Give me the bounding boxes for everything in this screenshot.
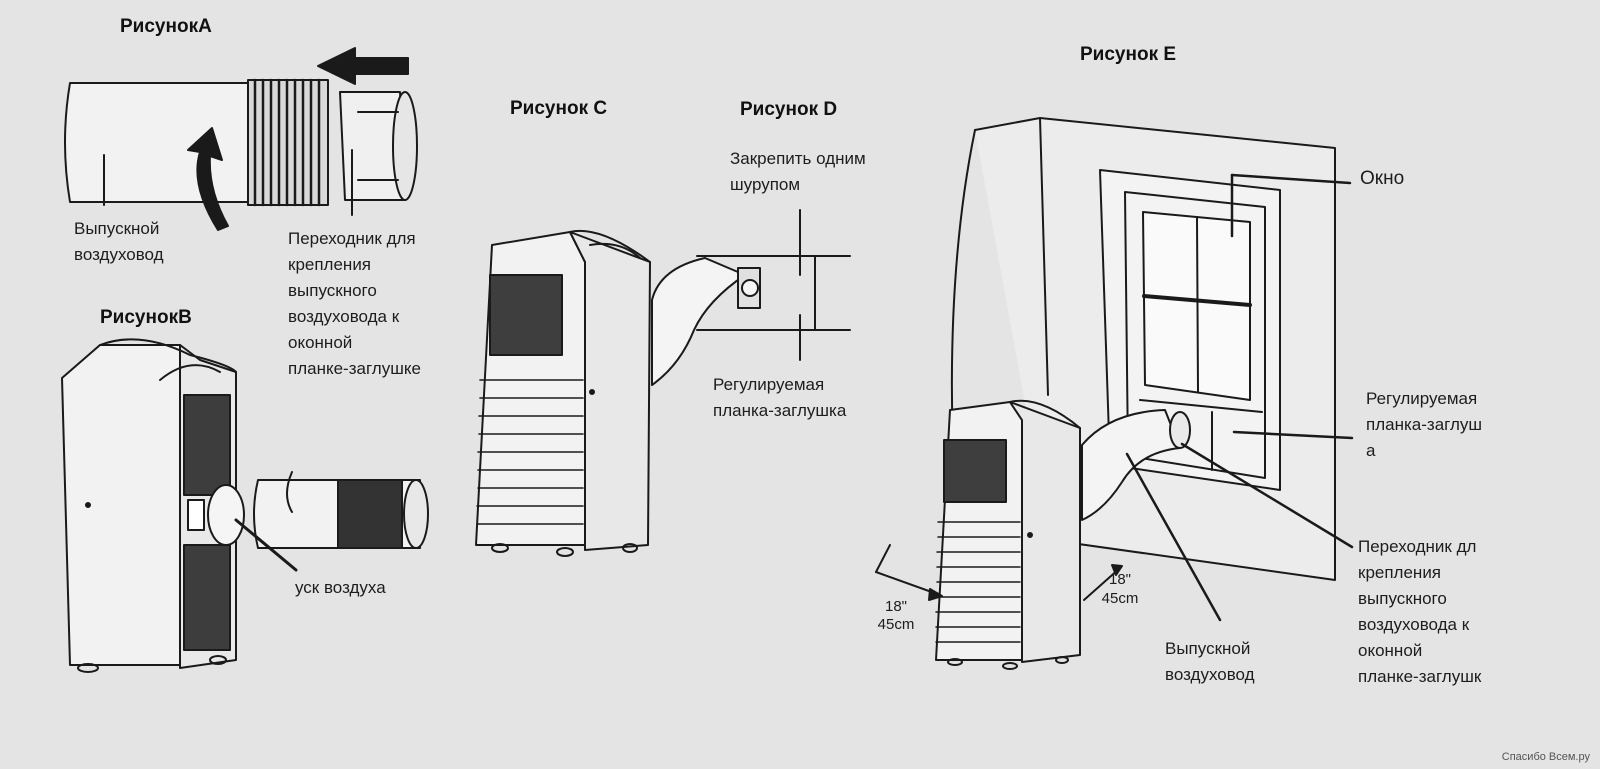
adjustable-panel-label-e: Регулируемая планка-заглуш а bbox=[1366, 389, 1483, 460]
distance-right-inches: 18" bbox=[1108, 571, 1131, 588]
air-outlet-label-b: уск воздуха bbox=[295, 578, 386, 597]
figure-e-hose bbox=[1081, 409, 1191, 521]
figure-e-title: Рисунок E bbox=[1080, 44, 1177, 65]
figure-a-adapter bbox=[339, 91, 418, 216]
adjustable-panel-label-d: Регулируемая планка-заглушка bbox=[713, 375, 847, 420]
figure-e-leader-lines bbox=[1125, 173, 1354, 622]
figure-b-duct bbox=[207, 471, 429, 572]
distance-left-inches: 18" bbox=[884, 598, 907, 615]
figure-c-title: Рисунок C bbox=[510, 98, 608, 119]
distance-left-cm: 45cm bbox=[877, 616, 915, 633]
figure-b-title: РисунокB bbox=[100, 307, 192, 328]
adapter-label-e: Переходник дл крепления выпускного возду… bbox=[1358, 537, 1482, 686]
distance-right-cm: 45cm bbox=[1101, 590, 1139, 607]
figure-d-title: Рисунок D bbox=[740, 99, 838, 120]
figure-e-distance-markers bbox=[875, 544, 1123, 601]
figure-c-hose bbox=[651, 257, 746, 386]
figure-e-window bbox=[1099, 169, 1281, 491]
watermark: Спасибо Всем.ру bbox=[1501, 751, 1590, 763]
figure-a-duct bbox=[64, 78, 329, 207]
figure-d-panel bbox=[696, 209, 851, 361]
adapter-label-a: Переходник для крепления выпускного возд… bbox=[288, 229, 421, 378]
screw-label-d: Закрепить одним шурупом bbox=[730, 149, 866, 194]
figure-a-push-arrow bbox=[317, 47, 409, 85]
exhaust-duct-label-e: Выпускной воздуховод bbox=[1165, 639, 1255, 684]
figure-c-unit bbox=[475, 229, 651, 557]
exhaust-duct-label-a: Выпускной воздуховод bbox=[74, 219, 164, 264]
figure-a-rotate-arrow bbox=[187, 127, 229, 231]
figure-a-title: РисунокA bbox=[120, 16, 212, 37]
window-label-e: Окно bbox=[1360, 168, 1405, 189]
figure-e-unit bbox=[935, 399, 1081, 670]
